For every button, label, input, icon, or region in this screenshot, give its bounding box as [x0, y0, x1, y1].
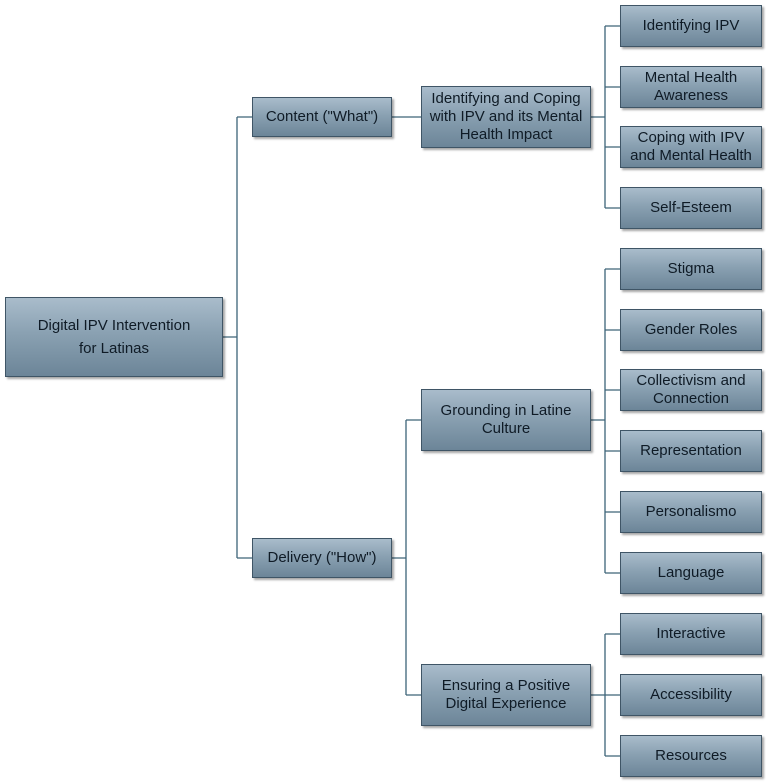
leaf-node-personalismo: Personalismo [620, 491, 762, 533]
subbranch-node-label: Ensuring a Positive Digital Experience [441, 677, 571, 712]
leaf-node-gender-roles: Gender Roles [620, 309, 762, 351]
subbranch-node-grounding-culture: Grounding in Latine Culture [421, 389, 591, 451]
leaf-node-label: Collectivism and Connection [636, 372, 746, 407]
connector-identify-leaves [591, 25, 620, 209]
branch-node-label: Content ("What") [265, 108, 379, 125]
leaf-node-self-esteem: Self-Esteem [620, 187, 762, 229]
branch-node-delivery: Delivery ("How") [252, 538, 392, 578]
leaf-node-accessibility: Accessibility [620, 674, 762, 716]
leaf-node-label: Mental Health Awareness [644, 69, 738, 104]
connector-grounding-leaves [591, 268, 620, 574]
leaf-node-representation: Representation [620, 430, 762, 472]
leaf-node-label: Self-Esteem [650, 199, 732, 216]
leaf-node-interactive: Interactive [620, 613, 762, 655]
leaf-node-coping-ipv-mental-health: Coping with IPV and Mental Health [620, 126, 762, 168]
leaf-node-label: Gender Roles [644, 321, 738, 338]
leaf-node-label: Identifying IPV [642, 17, 740, 34]
leaf-node-stigma: Stigma [620, 248, 762, 290]
leaf-node-label: Personalismo [645, 503, 737, 520]
leaf-node-label: Accessibility [650, 686, 732, 703]
root-node-label: Digital IPV Intervention for Latinas [37, 316, 191, 357]
subbranch-node-identifying-coping: Identifying and Coping with IPV and its … [421, 86, 591, 148]
leaf-node-identifying-ipv: Identifying IPV [620, 5, 762, 47]
connector-delivery-children [392, 419, 421, 696]
leaf-node-label: Coping with IPV and Mental Health [630, 129, 752, 164]
leaf-node-resources: Resources [620, 735, 762, 777]
subbranch-node-label: Identifying and Coping with IPV and its … [429, 90, 583, 143]
branch-node-content: Content ("What") [252, 97, 392, 137]
leaf-node-label: Interactive [656, 625, 726, 642]
root-node: Digital IPV Intervention for Latinas [5, 297, 223, 377]
subbranch-node-positive-experience: Ensuring a Positive Digital Experience [421, 664, 591, 726]
leaf-node-label: Stigma [667, 260, 715, 277]
leaf-node-mental-health-awareness: Mental Health Awareness [620, 66, 762, 108]
connector-positive-leaves [591, 633, 620, 757]
leaf-node-language: Language [620, 552, 762, 594]
branch-node-label: Delivery ("How") [267, 549, 377, 566]
leaf-node-label: Representation [640, 442, 742, 459]
leaf-node-collectivism-connection: Collectivism and Connection [620, 369, 762, 411]
leaf-node-label: Resources [655, 747, 727, 764]
connector-root-branches [223, 116, 252, 559]
leaf-node-label: Language [657, 564, 725, 581]
subbranch-node-label: Grounding in Latine Culture [440, 402, 572, 437]
